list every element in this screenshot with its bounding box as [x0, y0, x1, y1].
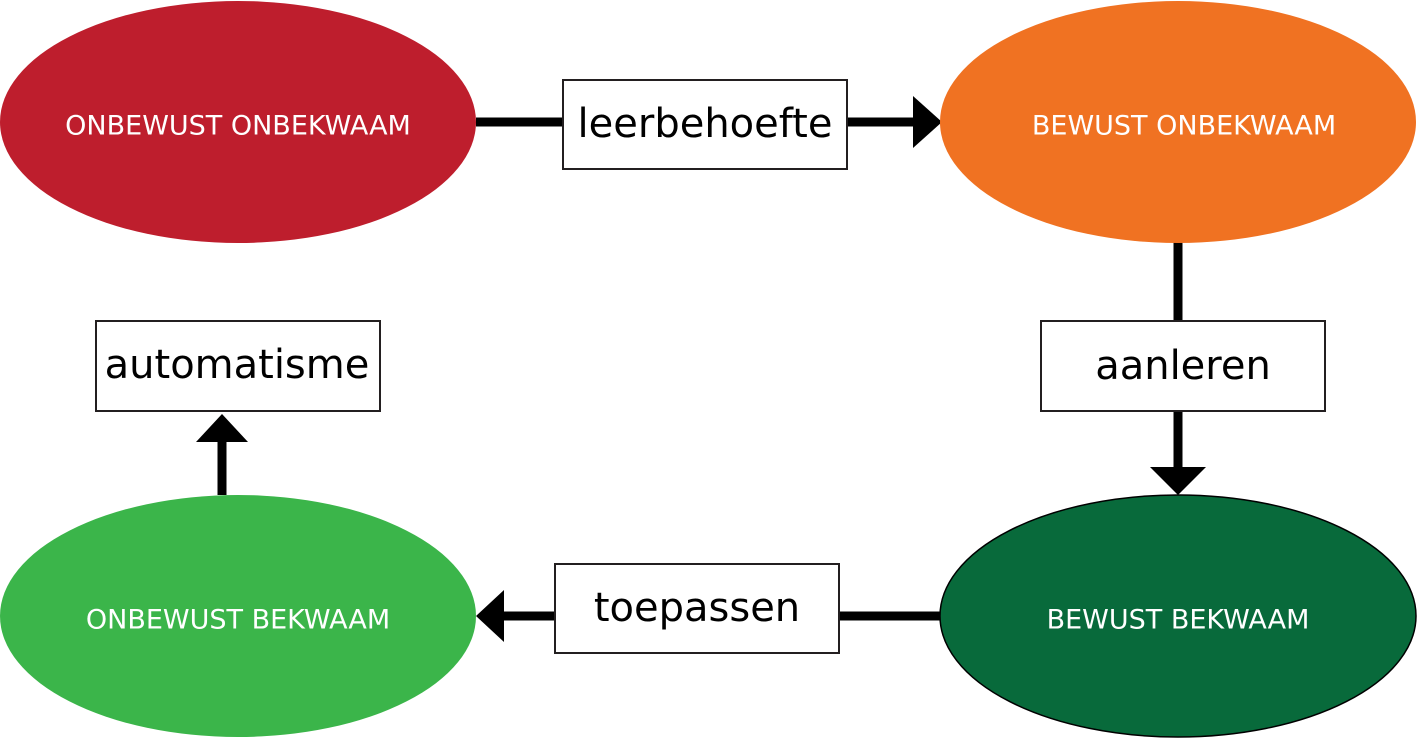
transition-label: toepassen	[594, 585, 800, 631]
ellipse-conscious-incompetent	[940, 1, 1416, 243]
state-conscious-competent: BEWUST BEKWAAM	[939, 494, 1417, 738]
arrowhead-down	[1150, 467, 1206, 495]
transition-box	[554, 563, 840, 654]
transition-box-automatism: automatisme	[95, 320, 381, 412]
state-label: ONBEWUST ONBEKWAAM	[65, 111, 411, 142]
arrowhead-left	[476, 590, 504, 642]
ellipse-conscious-competent	[939, 494, 1417, 738]
state-unconscious-competent: ONBEWUST BEKWAAM	[0, 495, 476, 737]
transition-box-learning: aanleren	[1040, 320, 1326, 412]
transition-box-applying: toepassen	[554, 563, 840, 654]
ellipse-unconscious-competent	[0, 495, 476, 737]
arrow-learning-need	[476, 96, 942, 148]
transition-label: leerbehoefte	[578, 101, 833, 147]
arrowhead-right	[913, 96, 942, 148]
state-label: BEWUST ONBEKWAAM	[1032, 111, 1336, 142]
state-label: BEWUST BEKWAAM	[1047, 605, 1310, 636]
transition-box	[1040, 320, 1326, 412]
transition-box	[95, 320, 381, 412]
transition-label: aanleren	[1095, 343, 1271, 389]
arrow-learning	[1150, 242, 1206, 495]
transition-label: automatisme	[105, 342, 370, 388]
transition-box	[562, 79, 848, 170]
arrow-automatism	[196, 414, 248, 495]
arrow-applying	[476, 590, 940, 642]
ellipse-unconscious-incompetent	[0, 1, 476, 243]
state-unconscious-incompetent: ONBEWUST ONBEKWAAM	[0, 1, 476, 243]
transition-box-learning-need: leerbehoefte	[562, 79, 848, 170]
arrowhead-up	[196, 414, 248, 442]
state-label: ONBEWUST BEKWAAM	[86, 605, 390, 636]
state-conscious-incompetent: BEWUST ONBEKWAAM	[940, 1, 1416, 243]
